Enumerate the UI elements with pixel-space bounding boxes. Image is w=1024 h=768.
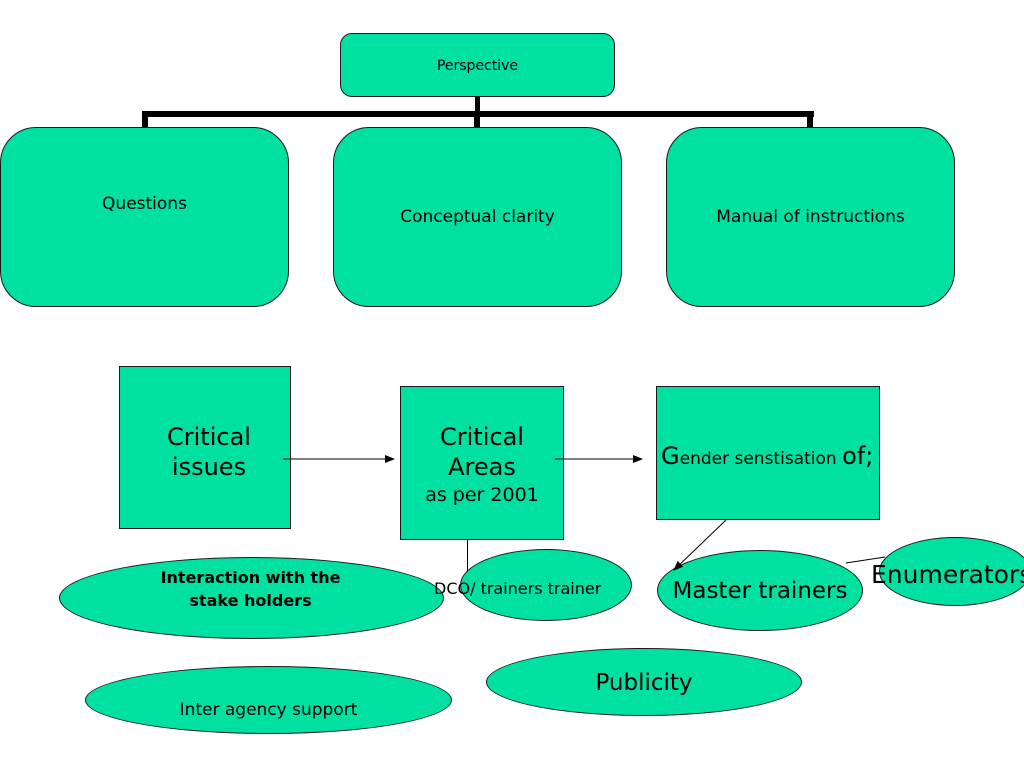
connector-areas-to-dco <box>467 540 468 595</box>
connector-root-stem <box>475 97 480 115</box>
perspective-node: Perspective <box>340 33 615 97</box>
perspective-label: Perspective <box>436 58 519 74</box>
questions-label: Questions <box>102 194 187 214</box>
connector-drop-right <box>807 111 813 128</box>
interaction-stakeholders-oval: Interaction with the stake holders <box>59 557 444 639</box>
dco-trainers-label: DCO/ trainers trainer <box>434 579 602 598</box>
manual-of-instructions-label: Manual of instructions <box>716 207 905 227</box>
interaction-line-1: Interaction with the <box>160 568 341 587</box>
connector-drop-center <box>474 111 480 128</box>
enumerators-oval <box>879 537 1024 606</box>
conceptual-clarity-node: Conceptual clarity <box>333 127 622 307</box>
inter-agency-support-oval: Inter agency support <box>85 666 452 734</box>
dco-trainers-oval <box>460 549 632 621</box>
questions-node: Questions <box>0 127 289 307</box>
critical-areas-box: Critical Areas as per 2001 <box>400 386 564 540</box>
conceptual-clarity-label: Conceptual clarity <box>400 207 555 227</box>
interaction-line-2: stake holders <box>189 591 312 610</box>
critical-areas-label: Critical Areas <box>401 422 563 482</box>
publicity-oval: Publicity <box>486 648 802 716</box>
critical-areas-line-1: Critical <box>440 423 524 451</box>
gender-tail: of; <box>842 442 874 470</box>
manual-of-instructions-node: Manual of instructions <box>666 127 955 307</box>
critical-areas-subtitle: as per 2001 <box>425 484 539 506</box>
master-trainers-label: Master trainers <box>672 578 848 604</box>
inter-agency-support-label: Inter agency support <box>179 700 358 720</box>
publicity-label: Publicity <box>595 670 693 696</box>
gender-cap: G <box>661 442 680 470</box>
critical-issues-line-2: issues <box>171 453 247 481</box>
interaction-label: Interaction with the stake holders <box>58 566 443 612</box>
critical-issues-box: Critical issues <box>119 366 291 529</box>
critical-issues-line-1: Critical <box>167 423 251 451</box>
master-trainers-oval: Master trainers <box>657 550 863 631</box>
gender-sensitisation-label: Gender senstisation of; <box>661 442 874 471</box>
connector-drop-left <box>142 111 148 128</box>
gender-small: ender senstisation <box>679 449 843 469</box>
enumerators-label: Enumerators <box>871 560 1024 589</box>
critical-areas-line-2: Areas <box>448 453 516 481</box>
gender-sensitisation-box: Gender senstisation of; <box>656 386 880 520</box>
critical-issues-label: Critical issues <box>120 422 298 482</box>
